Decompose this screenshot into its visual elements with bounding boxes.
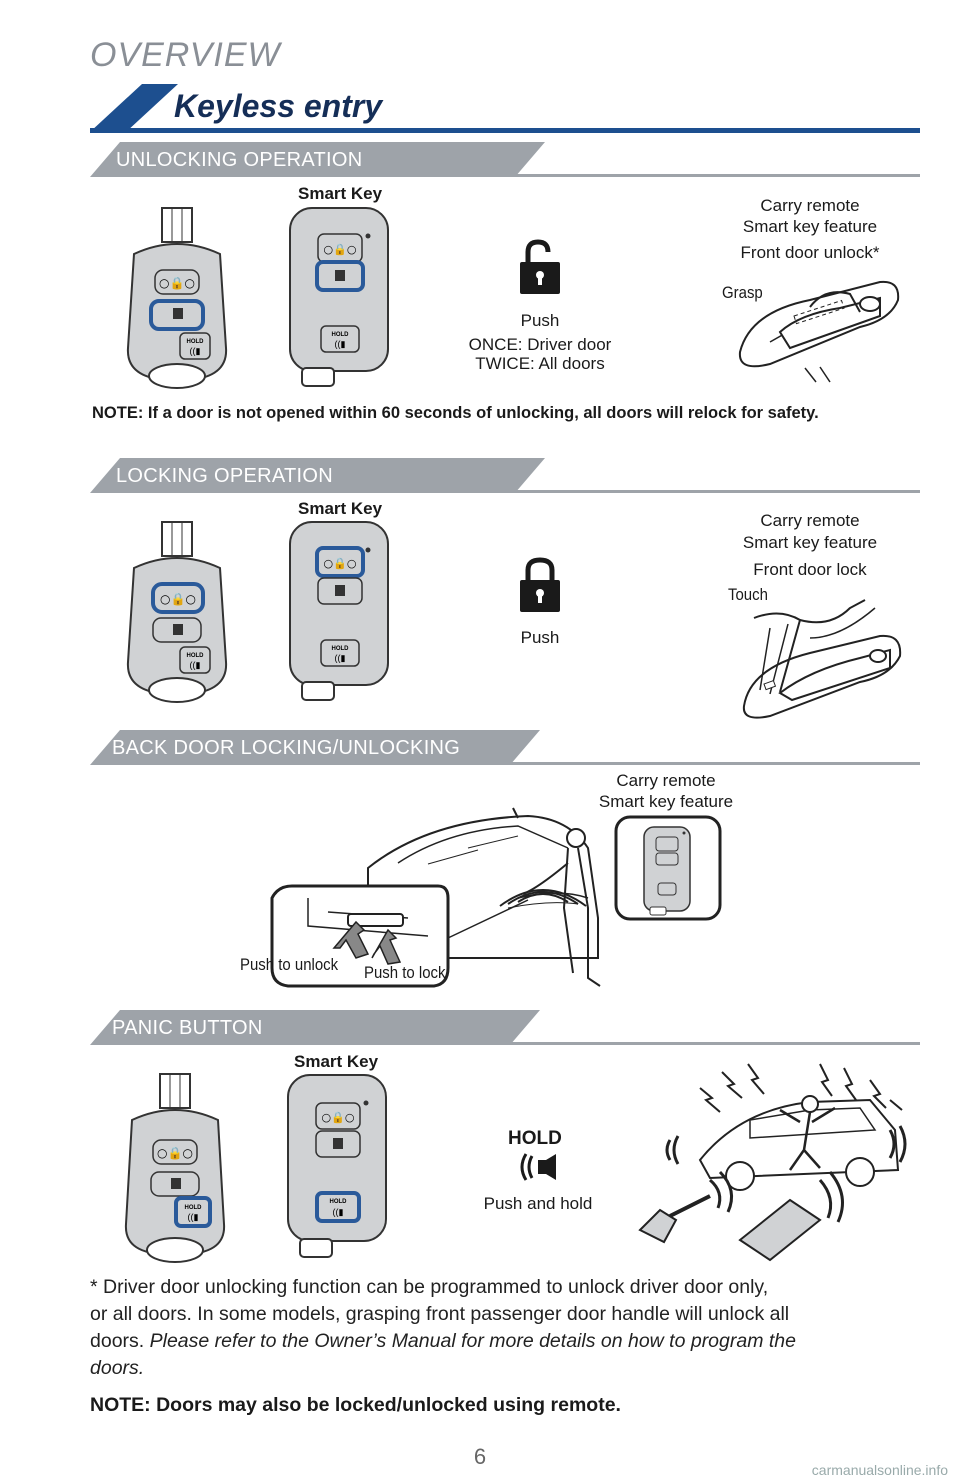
footnote: * Driver door unlocking function can be …	[90, 1274, 910, 1382]
unlock-relock-note: NOTE: If a door is not opened within 60 …	[92, 404, 819, 422]
smart-key-label: Smart Key	[298, 184, 383, 203]
overview-heading: OVERVIEW	[90, 36, 281, 74]
carry-remote-label: Carry remote	[760, 196, 860, 215]
push-label: Push	[520, 628, 560, 647]
section-header-backdoor	[90, 730, 920, 765]
panic-alarm-icon	[520, 1153, 556, 1181]
back-door-car-illustration	[270, 807, 601, 988]
svg-text:HOLD: HOLD	[330, 1199, 348, 1205]
footnote-line-3: doors. Please refer to the Owner’s Manua…	[90, 1328, 910, 1355]
page-number: 6	[473, 1444, 487, 1469]
carry-remote-label: Carry remote	[616, 771, 716, 790]
section-header-panic	[90, 1010, 920, 1045]
footnote-line-1: * Driver door unlocking function can be …	[90, 1276, 769, 1298]
carry-remote-label: Carry remote	[760, 511, 860, 530]
section-title-panic: PANIC BUTTON	[112, 1017, 263, 1039]
smart-key-label: Smart Key	[298, 499, 383, 518]
panic-alarm-car-illustration	[638, 1063, 907, 1262]
door-handle-touch-illustration	[742, 599, 902, 719]
push-label: Push	[520, 311, 560, 330]
front-door-lock-label: Front door lock	[753, 560, 867, 579]
svg-text:HOLD: HOLD	[332, 332, 350, 338]
hold-label: HOLD	[508, 1128, 562, 1149]
smart-key-icon: ○🔒○ HOLD ((▮	[289, 207, 389, 387]
section-header-locking	[90, 458, 920, 493]
section-title-locking: LOCKING OPERATION	[116, 465, 333, 487]
svg-text:HOLD: HOLD	[187, 653, 205, 659]
title-banner	[90, 84, 920, 133]
push-and-hold-label: Push and hold	[483, 1194, 593, 1213]
section-title-unlocking: UNLOCKING OPERATION	[116, 149, 363, 171]
svg-text:((▮: ((▮	[190, 346, 201, 356]
footnote-line-4-italic: doors.	[90, 1357, 145, 1379]
svg-text:○🔒○: ○🔒○	[157, 1146, 193, 1160]
footnote-line-4: doors.	[90, 1355, 910, 1382]
section-header-unlocking	[90, 142, 920, 177]
footnote-line-2: or all doors. In some models, grasping f…	[90, 1303, 790, 1325]
svg-text:((▮: ((▮	[335, 339, 346, 349]
svg-text:((▮: ((▮	[188, 1212, 199, 1222]
svg-text:○🔒○: ○🔒○	[324, 243, 357, 256]
twice-label: TWICE: All doors	[475, 354, 605, 373]
svg-text:((▮: ((▮	[335, 653, 346, 663]
svg-text:((▮: ((▮	[333, 1207, 344, 1217]
svg-text:○🔒○: ○🔒○	[160, 592, 196, 606]
watermark: carmanualsonline.info	[811, 1462, 948, 1478]
once-label: ONCE: Driver door	[468, 335, 612, 354]
smart-key-inset-icon	[614, 815, 722, 921]
svg-text:○🔒○: ○🔒○	[322, 1111, 355, 1124]
unlock-padlock-icon	[520, 239, 560, 294]
svg-text:○🔒○: ○🔒○	[324, 557, 357, 570]
key-fob-icon: ○🔒○ HOLD ((▮	[126, 521, 228, 703]
svg-text:HOLD: HOLD	[187, 339, 205, 345]
push-to-unlock-label: Push to unlock	[240, 955, 339, 974]
smart-key-icon: ○🔒○ HOLD ((▮	[289, 521, 389, 701]
door-handle-grasp-illustration	[738, 280, 900, 383]
key-fob-icon: ○🔒○ HOLD ((▮	[124, 1073, 226, 1263]
footnote-line-3-plain: doors.	[90, 1330, 150, 1352]
smart-key-icon: ○🔒○ HOLD ((▮	[287, 1074, 387, 1258]
remote-note: NOTE: Doors may also be locked/unlocked …	[90, 1394, 621, 1416]
front-door-unlock-label: Front door unlock*	[740, 243, 880, 262]
lock-padlock-icon	[520, 557, 560, 612]
svg-text:○🔒○: ○🔒○	[159, 276, 195, 290]
svg-text:HOLD: HOLD	[332, 646, 350, 652]
touch-label: Touch	[728, 585, 768, 604]
push-to-lock-label: Push to lock	[364, 963, 446, 982]
smart-key-feature-label: Smart key feature	[742, 217, 878, 236]
smart-key-feature-label: Smart key feature	[742, 533, 878, 552]
svg-text:HOLD: HOLD	[185, 1205, 203, 1211]
grasp-label: Grasp	[722, 283, 763, 302]
smart-key-label: Smart Key	[294, 1052, 379, 1071]
svg-text:((▮: ((▮	[190, 660, 201, 670]
section-title-backdoor: BACK DOOR LOCKING/UNLOCKING	[112, 737, 461, 759]
footnote-line-3-italic: Please refer to the Owner’s Manual for m…	[149, 1330, 796, 1352]
smart-key-feature-label: Smart key feature	[598, 792, 734, 811]
page-title: Keyless entry	[174, 88, 383, 124]
key-fob-icon: ○🔒○ HOLD ((▮	[126, 207, 228, 389]
